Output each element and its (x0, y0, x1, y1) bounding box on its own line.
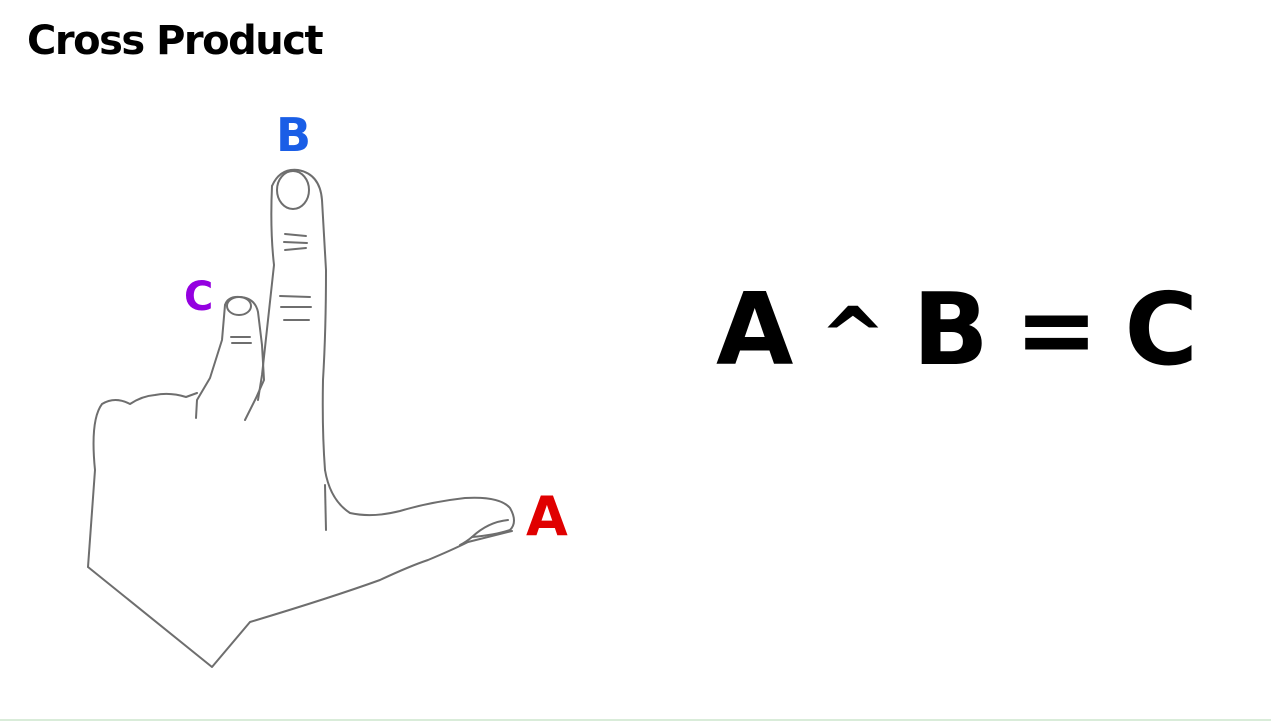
label-b: B (276, 108, 312, 162)
middle-finger-outline (224, 295, 265, 421)
label-c: C (184, 274, 214, 320)
equation-right-operand: B (912, 271, 989, 388)
wrist-left-outline (87, 392, 198, 568)
wedge-operator: ^ (819, 290, 887, 383)
index-finger-outline (271, 168, 327, 471)
slide-title: Cross Product (27, 18, 324, 64)
middle-finger-left-outline (195, 304, 226, 419)
index-finger-left-outline (257, 185, 275, 401)
label-a: A (526, 485, 568, 548)
equation-left-operand: A (716, 271, 794, 388)
index-fingernail (276, 170, 310, 210)
middle-fingernail (226, 296, 252, 316)
bottom-divider (0, 719, 1271, 721)
thumb-outline (324, 469, 515, 538)
palm-outline (87, 530, 513, 668)
equals-sign: = (1014, 271, 1099, 388)
cross-product-equation: A ^ B = C (716, 280, 1198, 380)
equation-result: C (1124, 271, 1198, 388)
